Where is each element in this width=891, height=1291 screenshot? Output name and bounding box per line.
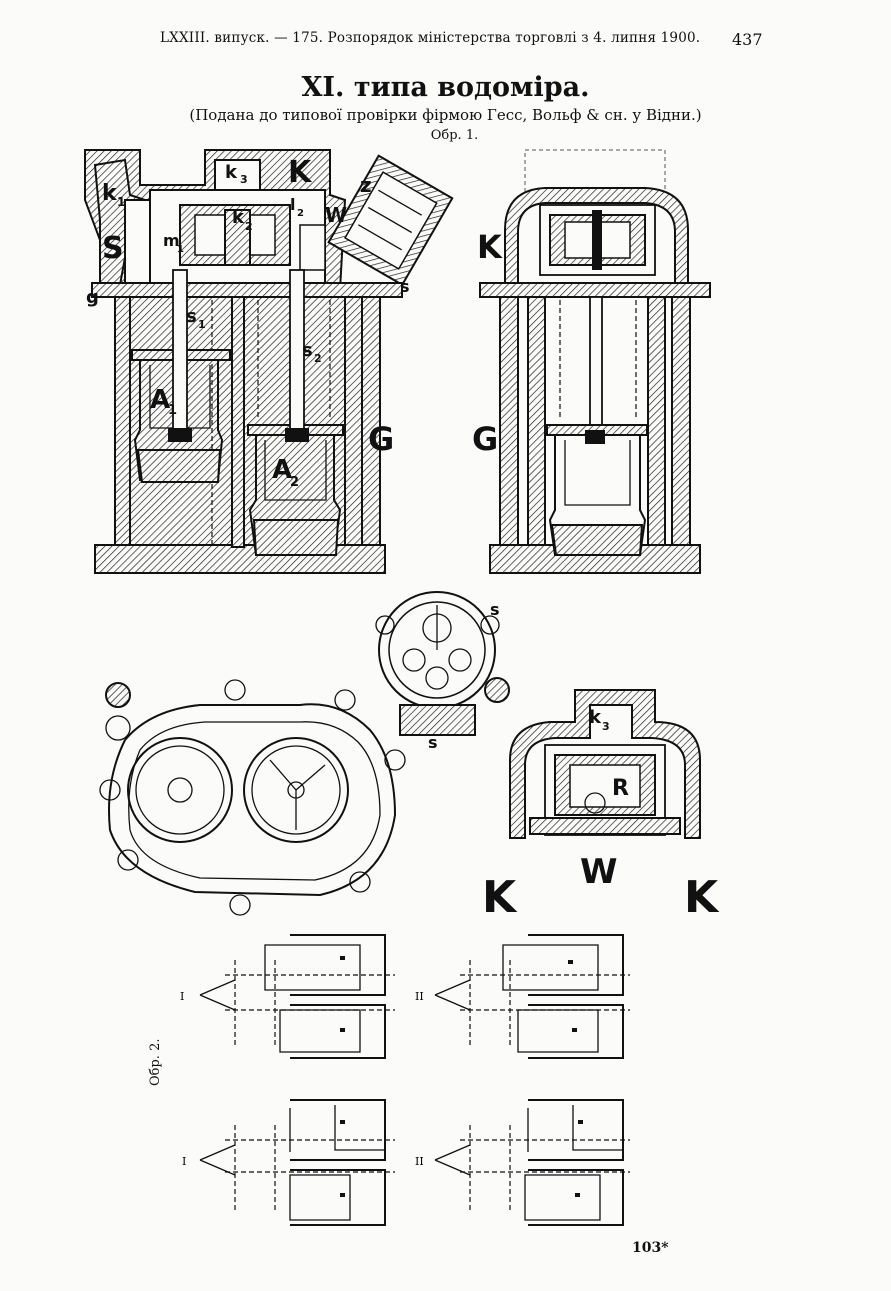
label-K-lower-right: K: [684, 872, 720, 923]
counter-dial: s s: [375, 591, 510, 752]
label-m: m: [163, 231, 180, 250]
figure-1-label: Обр. 1.: [430, 128, 479, 143]
label-K-lower-left: K: [482, 872, 518, 923]
label-I-a: I: [180, 990, 184, 1003]
label-s1: s: [186, 306, 197, 327]
label-W-top: W: [325, 203, 347, 227]
subtitle: (Подана до типової провірки фірмою Гесс,…: [189, 106, 702, 124]
schematic-diagrams: I II I: [180, 934, 630, 1226]
label-I-b: I: [182, 1155, 186, 1168]
running-head: LXXIII. випуск. — 175. Розпорядок мініст…: [160, 30, 701, 46]
label-k3-lower-sub: 3: [602, 720, 610, 733]
label-s2-sub: 2: [314, 352, 322, 365]
label-A1-sub: 1: [168, 403, 177, 418]
section-view-left: k 1 S k 3 K k 2 l 2 W m 1 z g s s 1 s 2 …: [84, 149, 454, 574]
label-z: z: [360, 173, 372, 197]
page-number: 437: [732, 30, 763, 49]
label-k2: k: [232, 207, 245, 228]
label-K-right: K: [477, 228, 503, 266]
label-s-dial-bottom: s: [428, 733, 438, 752]
label-S: S: [102, 231, 124, 266]
schematic-bottom-right: II: [415, 1099, 630, 1226]
label-II-a: II: [415, 990, 424, 1003]
label-II-b: II: [415, 1155, 424, 1168]
label-k1-sub: 1: [117, 195, 125, 209]
label-s2: s: [302, 340, 313, 361]
label-s-dial-top: s: [490, 600, 500, 619]
label-A1: A: [150, 385, 170, 415]
schematic-top-right: II: [415, 934, 630, 1059]
label-G-right: G: [472, 420, 498, 458]
label-k3: k: [225, 162, 238, 183]
label-k1: k: [102, 181, 118, 206]
schematic-bottom-left: I: [182, 1099, 395, 1226]
footer-number: 103*: [632, 1240, 669, 1256]
label-K-top: K: [288, 155, 313, 190]
label-G-left: G: [368, 420, 394, 458]
section-view-counter: k 3 R K W K: [482, 689, 720, 923]
label-g: g: [86, 287, 99, 308]
label-l-sub: 2: [297, 208, 304, 219]
page-title: XI. типа водоміра.: [301, 72, 590, 103]
schematic-top-left: I: [180, 934, 395, 1059]
label-A2-sub: 2: [290, 475, 299, 490]
label-s1-sub: 1: [198, 318, 206, 331]
label-s-top: s: [400, 277, 410, 296]
label-l: l: [290, 195, 295, 214]
section-view-right: K G: [472, 149, 711, 574]
label-A2: A: [272, 455, 292, 485]
label-m-sub: 1: [177, 244, 184, 255]
label-k3-sub: 3: [240, 173, 248, 186]
label-R: R: [612, 776, 629, 801]
label-k2-sub: 2: [245, 220, 253, 233]
plan-view: [99, 679, 406, 916]
label-W-lower: W: [580, 852, 618, 892]
label-k3-lower: k: [589, 707, 602, 728]
